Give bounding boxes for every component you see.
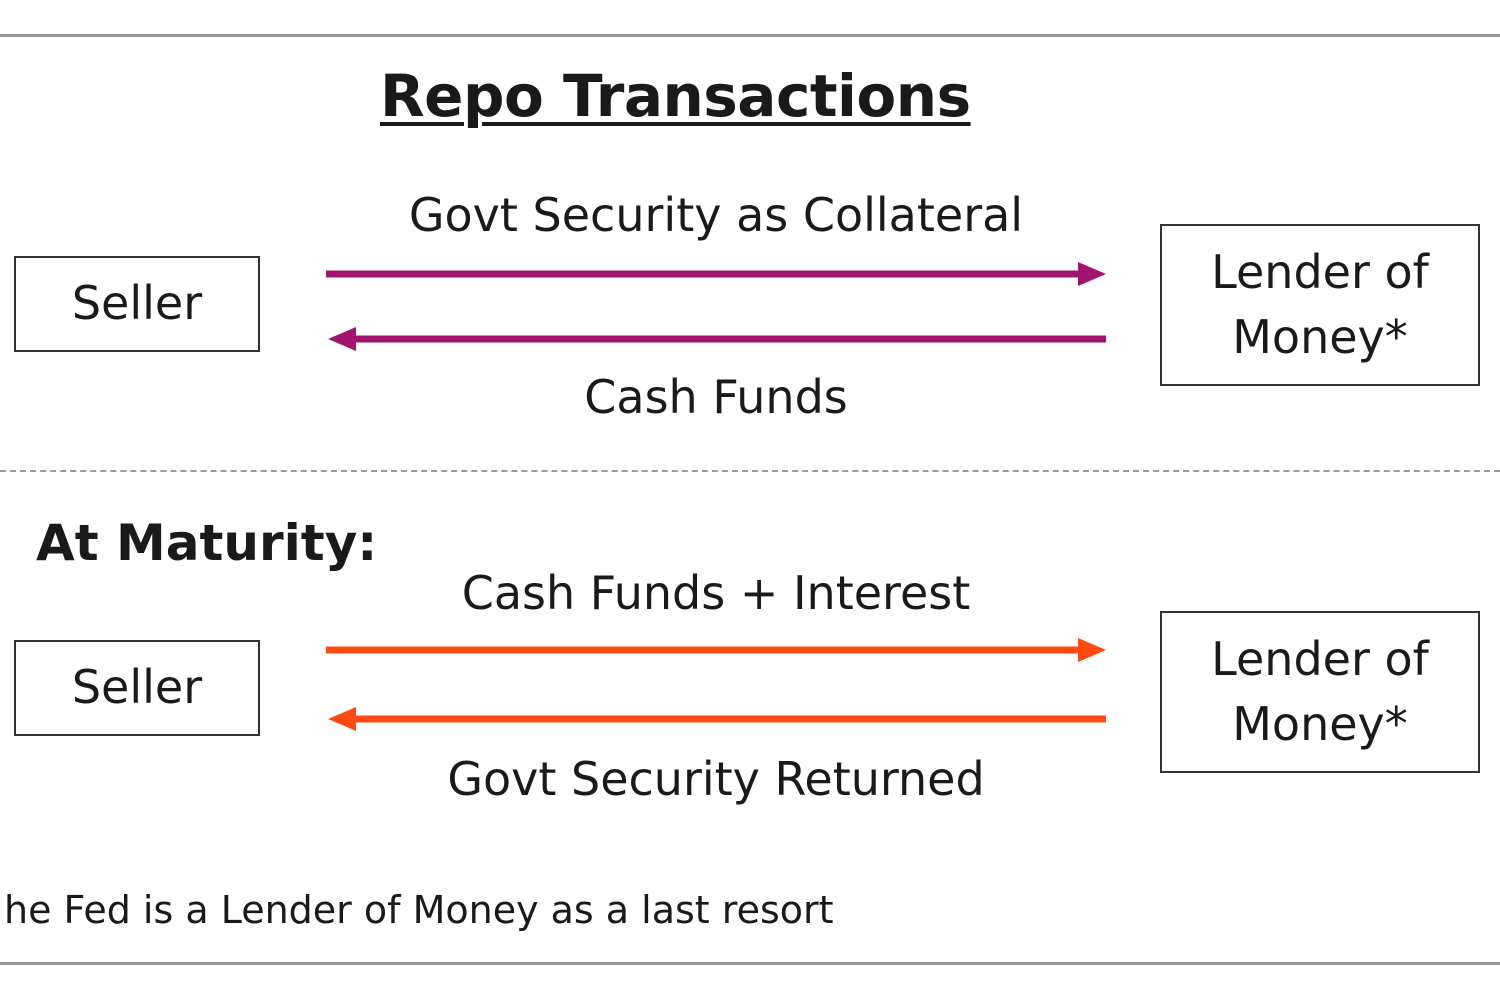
maturity-lender-label: Lender of Money* bbox=[1190, 627, 1450, 758]
maturity-section-label: At Maturity: bbox=[36, 514, 378, 572]
initial-lender-line1: Lender of bbox=[1211, 244, 1429, 299]
initial-lender-line2: Money* bbox=[1232, 310, 1408, 364]
maturity-return-arrow bbox=[328, 707, 1106, 731]
maturity-lender-line1: Lender of bbox=[1211, 631, 1429, 686]
bottom-rule bbox=[0, 962, 1500, 965]
maturity-forward-arrow bbox=[326, 638, 1106, 662]
initial-return-arrow bbox=[328, 327, 1106, 351]
maturity-return-label: Govt Security Returned bbox=[447, 752, 985, 806]
initial-forward-arrow bbox=[326, 262, 1106, 286]
initial-lender-label: Lender of Money* bbox=[1190, 240, 1450, 371]
diagram-title: Repo Transactions bbox=[380, 62, 971, 130]
maturity-lender-box: Lender of Money* bbox=[1160, 611, 1480, 773]
initial-seller-box: Seller bbox=[14, 256, 260, 352]
footnote: he Fed is a Lender of Money as a last re… bbox=[4, 888, 834, 932]
initial-lender-box: Lender of Money* bbox=[1160, 224, 1480, 386]
maturity-seller-label: Seller bbox=[71, 660, 203, 715]
initial-seller-label: Seller bbox=[71, 276, 203, 331]
initial-return-label: Cash Funds bbox=[584, 370, 848, 424]
maturity-forward-label: Cash Funds + Interest bbox=[461, 566, 971, 620]
initial-forward-label: Govt Security as Collateral bbox=[408, 188, 1024, 242]
maturity-lender-line2: Money* bbox=[1232, 697, 1408, 751]
section-divider bbox=[0, 470, 1500, 472]
maturity-seller-box: Seller bbox=[14, 640, 260, 736]
top-rule bbox=[0, 34, 1500, 37]
